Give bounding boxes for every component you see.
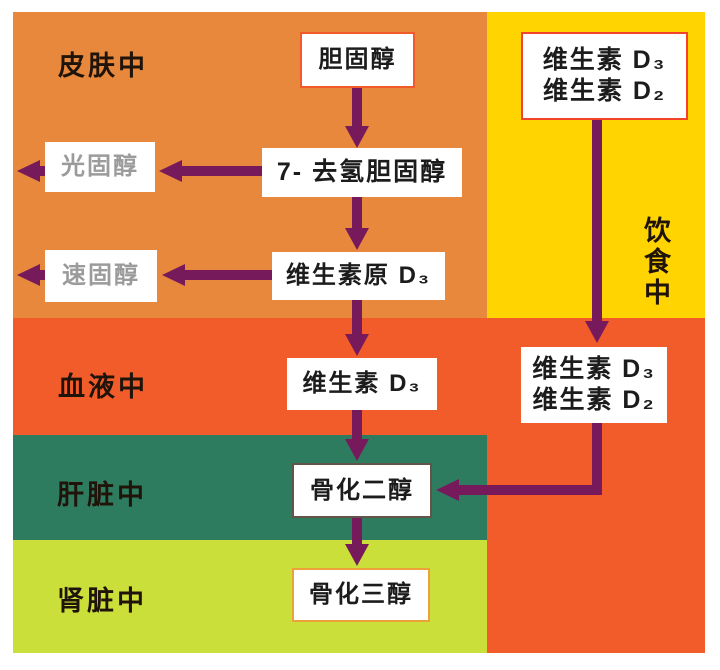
node-dehydrocholesterol-label: 7- 去氢胆固醇: [276, 157, 448, 186]
region-label-liver: 肝脏中: [57, 480, 147, 510]
node-lumisterol-label: 光固醇: [61, 153, 139, 180]
node-vitamin-d3: 维生素 D₃: [287, 358, 437, 410]
node-calcifediol: 骨化二醇: [292, 463, 432, 518]
node-blood-vitamins: 维生素 D₃ 维生素 D₂: [521, 347, 667, 423]
node-calcitriol: 骨化三醇: [292, 568, 430, 622]
node-previtamin-d3-label: 维生素原 D₃: [285, 262, 432, 289]
region-label-kidney: 肾脏中: [57, 586, 147, 616]
node-diet-vitamins-line1: 维生素 D₃: [542, 45, 667, 74]
node-cholesterol: 胆固醇: [300, 32, 415, 88]
region-label-skin: 皮肤中: [58, 51, 148, 81]
node-tachysterol-label: 速固醇: [62, 262, 140, 289]
node-tachysterol: 速固醇: [45, 250, 157, 302]
node-dehydrocholesterol: 7- 去氢胆固醇: [262, 148, 462, 197]
region-label-blood: 血液中: [58, 372, 148, 402]
node-diet-vitamins-line2: 维生素 D₂: [542, 77, 667, 105]
node-calcifediol-label: 骨化二醇: [310, 476, 414, 504]
node-diet-vitamins: 维生素 D₃ 维生素 D₂: [521, 32, 688, 120]
node-blood-vitamins-line2: 维生素 D₂: [532, 386, 656, 414]
node-previtamin-d3: 维生素原 D₃: [272, 252, 445, 300]
region-label-diet: 饮食中: [640, 216, 670, 309]
node-calcitriol-label: 骨化三醇: [309, 581, 413, 608]
node-cholesterol-label: 胆固醇: [318, 46, 397, 73]
node-blood-vitamins-line1: 维生素 D₃: [532, 354, 656, 383]
node-vitamin-d3-label: 维生素 D₃: [302, 370, 422, 397]
node-lumisterol: 光固醇: [45, 142, 155, 192]
